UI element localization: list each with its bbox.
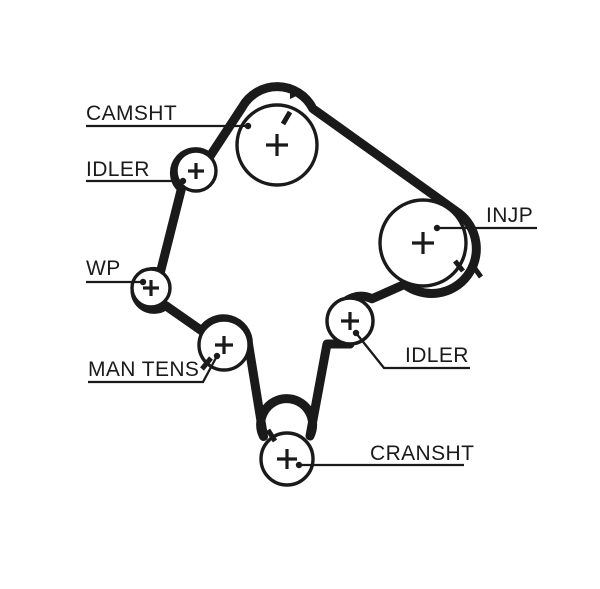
leader-idler-top [86, 177, 187, 185]
leader-dot-idler-bottom [352, 329, 360, 337]
crankshaft-timing-mark [265, 428, 278, 443]
label-idler-bottom: IDLER [405, 344, 469, 367]
pulley-camshaft[interactable] [235, 103, 319, 187]
leader-dot-man-tens [213, 352, 221, 360]
label-water-pump: WP [86, 257, 121, 280]
man-tens-timing-mark [200, 356, 213, 371]
rotation-direction-arrow [290, 86, 304, 99]
label-man-tens: MAN TENS [88, 358, 199, 381]
leader-dot-camshaft [244, 122, 252, 130]
pulley-idler-bottom[interactable] [325, 296, 375, 346]
arrow-right-icon [290, 86, 304, 99]
pulley-water-pump[interactable] [130, 267, 172, 309]
inj-pump-timing-mark-a [453, 259, 465, 273]
leader-dot-water-pump [139, 278, 147, 286]
leader-dot-crankshaft [295, 461, 303, 469]
label-idler-top: IDLER [86, 158, 150, 181]
pulley-man-tens[interactable] [197, 318, 251, 372]
label-camshaft: CAMSHT [86, 102, 177, 125]
leader-inj-pump [433, 224, 537, 232]
pulley-idler-top[interactable] [174, 149, 218, 193]
leader-camshaft [86, 122, 252, 130]
leader-line-idler-bottom [355, 332, 470, 370]
label-inj-pump: INJP [486, 204, 533, 227]
leader-idler-bottom [352, 329, 470, 370]
leader-line-man-tens [88, 355, 219, 384]
leader-group [86, 122, 537, 469]
label-crankshaft: CRANSHT [370, 442, 474, 465]
leader-dot-inj-pump [433, 224, 441, 232]
pulley-crankshaft[interactable] [259, 428, 315, 487]
leader-water-pump [86, 278, 147, 286]
camshaft-timing-mark [280, 110, 293, 126]
label-group: CAMSHT IDLER WP MAN TENS INJP IDLER CRAN… [86, 102, 533, 465]
pulley-group [130, 103, 484, 487]
leader-man-tens [88, 352, 221, 384]
inj-pump-timing-mark-b [470, 264, 484, 279]
leader-crankshaft [295, 461, 464, 469]
pulley-inj-pump[interactable] [378, 198, 484, 288]
leader-dot-idler-top [179, 177, 187, 185]
